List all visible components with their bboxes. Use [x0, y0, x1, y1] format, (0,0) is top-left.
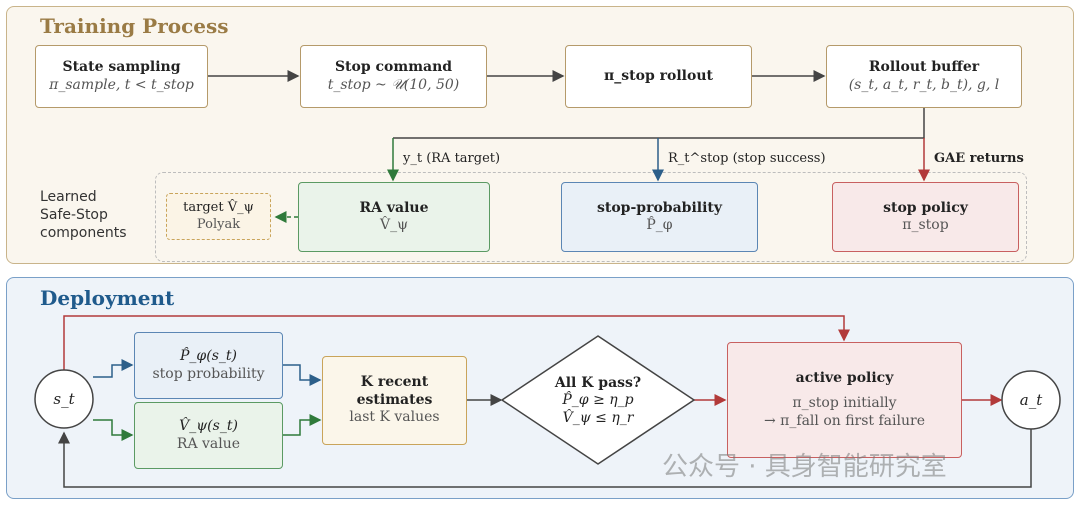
- action-node-circle: [1001, 370, 1061, 430]
- arrow-state-to-prob: [93, 359, 134, 378]
- prob-box: P̂_φ(s_t) stop probability: [134, 332, 283, 399]
- value-box: V̂_ψ(s_t) RA value: [134, 402, 283, 469]
- watermark-text: 公众号 · 具身智能研究室: [662, 452, 947, 482]
- target-value-box: target V̂_ψ Polyak: [166, 193, 271, 240]
- decision-text: All K pass? P̂_φ ≥ η_p V̂_ψ ≤ η_r: [554, 374, 642, 426]
- stop-policy-box: stop policy π_stop: [832, 182, 1019, 252]
- learned-components-region: [155, 172, 1027, 262]
- edge-label-ra-target: y_t (RA target): [403, 151, 501, 166]
- arrow-feedback-loop: [58, 429, 1032, 488]
- state-node-label: s_t: [53, 389, 75, 408]
- learned-label: Learned Safe-Stop components: [40, 189, 127, 241]
- state-sampling-box: State sampling π_sample, t < t_stop: [35, 45, 208, 108]
- stop-command-box: Stop command t_stop ~ 𝒰(10, 50): [300, 45, 487, 108]
- active-policy-box: active policy π_stop initially → π_fall …: [727, 342, 962, 458]
- arrow-state-to-value: [93, 419, 134, 441]
- state-node-circle: [34, 369, 94, 429]
- ra-value-box: RA value V̂_ψ: [298, 182, 490, 252]
- edge-label-gae: GAE returns: [934, 151, 1024, 166]
- rollout-buffer-box: Rollout buffer (s_t, a_t, r_t, b_t), g, …: [826, 45, 1022, 108]
- buffer-split-line: [393, 108, 925, 139]
- training-title: Training Process: [40, 14, 229, 38]
- deployment-title: Deployment: [40, 286, 175, 310]
- arrow-top-bypass: [63, 315, 850, 370]
- decision-diamond: [500, 335, 696, 465]
- arrow-value-to-recent: [283, 414, 322, 436]
- recent-estimates-box: K recent estimates last K values: [322, 356, 467, 445]
- action-node-label: a_t: [1019, 390, 1043, 409]
- edge-label-stop-success: R_t^stop (stop success): [668, 151, 826, 166]
- arrow-prob-to-recent: [283, 364, 322, 386]
- stop-probability-box: stop-probability P̂_φ: [561, 182, 758, 252]
- stop-rollout-box: π_stop rollout: [565, 45, 752, 108]
